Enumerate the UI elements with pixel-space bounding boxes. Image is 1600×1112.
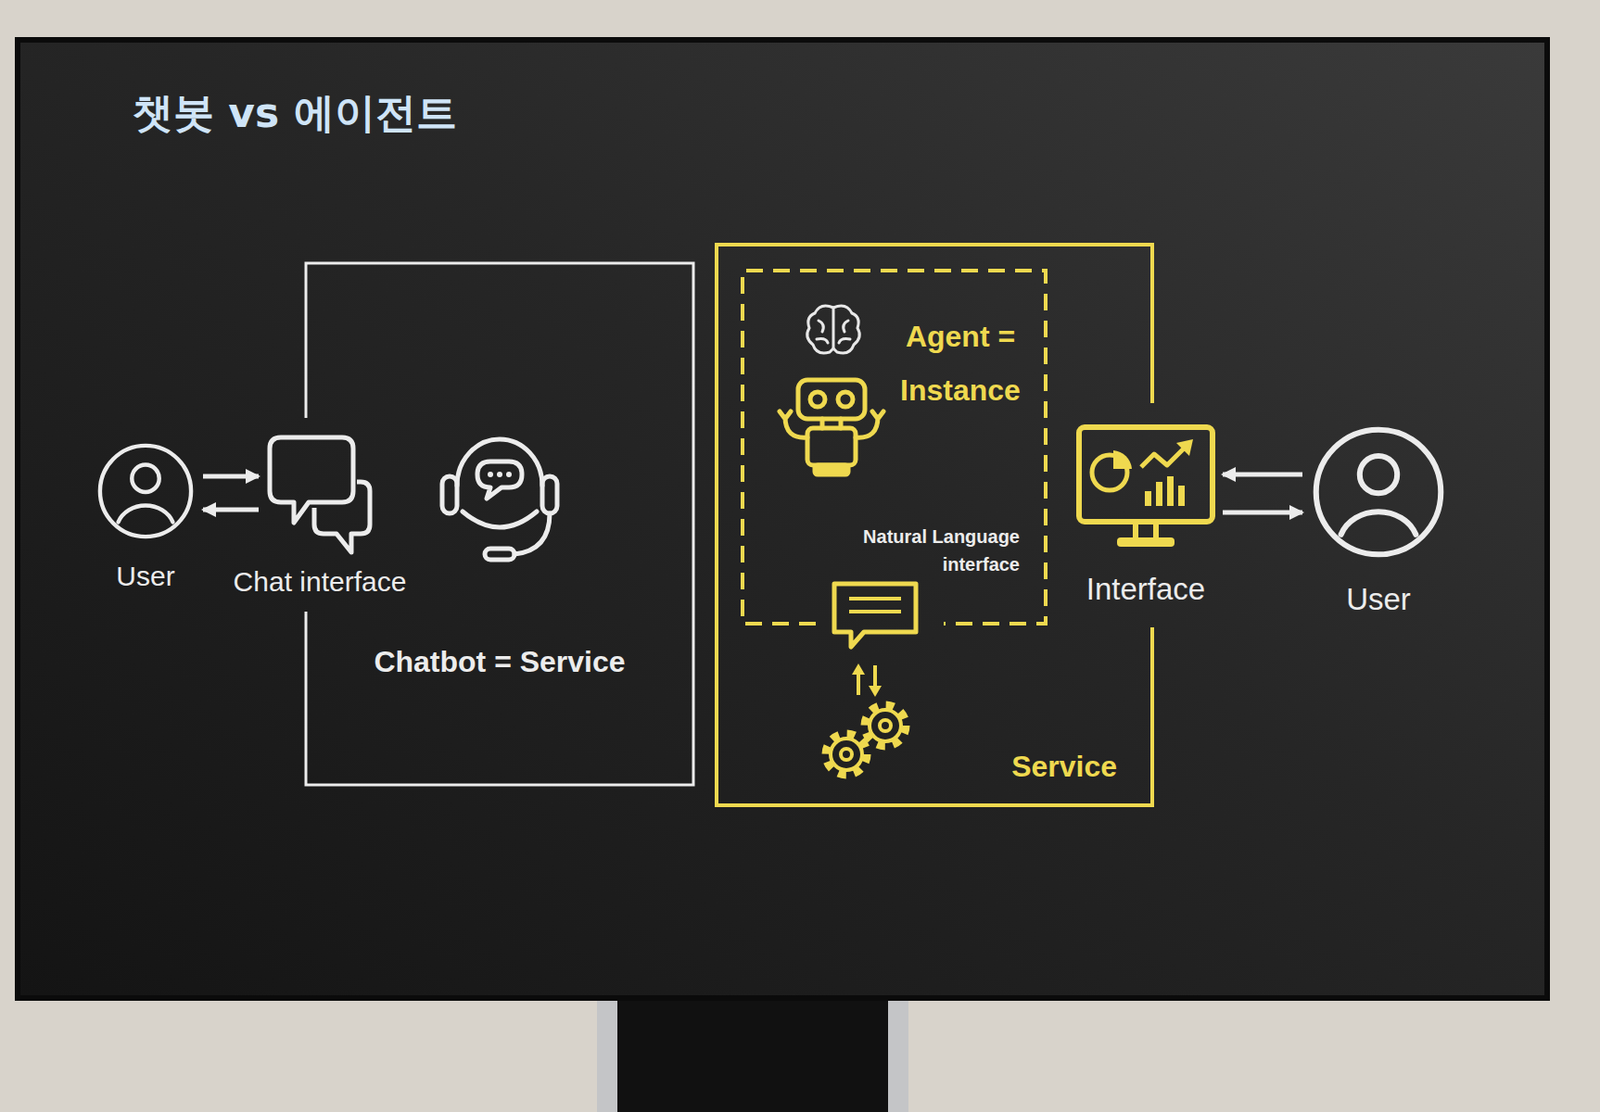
service-label: Chatbot = Service bbox=[373, 644, 625, 680]
user-circle bbox=[100, 445, 191, 537]
user-shoulders bbox=[1341, 511, 1417, 535]
chatbot-service-box: Chatbot = Service bbox=[305, 263, 694, 786]
node-label: Chat interface bbox=[233, 565, 407, 599]
agent-instance-box: Agent = InstanceNatural Language interfa… bbox=[742, 270, 1046, 624]
robot-arm bbox=[779, 411, 808, 438]
mic bbox=[484, 548, 515, 560]
connector-arrow bbox=[203, 507, 259, 513]
gear-hole bbox=[840, 749, 852, 761]
slide-title: 챗봇 vs 에이전트 bbox=[132, 88, 458, 138]
monitor-neck bbox=[1135, 521, 1156, 538]
service-box: Agent = InstanceNatural Language interfa… bbox=[716, 244, 1153, 806]
user-icon bbox=[1309, 423, 1448, 561]
dot bbox=[506, 471, 512, 478]
message-icon bbox=[834, 584, 916, 648]
box-border bbox=[742, 270, 1046, 624]
robot-eye bbox=[810, 392, 826, 407]
node-label: User bbox=[1346, 581, 1411, 619]
box-border bbox=[305, 263, 694, 786]
ear-piece bbox=[542, 476, 558, 514]
user-shoulders bbox=[118, 505, 174, 522]
connector-arrow bbox=[1222, 510, 1303, 516]
speech-bubble bbox=[477, 461, 522, 499]
chat-icon bbox=[266, 433, 374, 559]
user-circle bbox=[1316, 430, 1442, 556]
headset-icon bbox=[442, 439, 558, 560]
robot-head bbox=[798, 380, 865, 420]
node-label: Interface bbox=[1086, 571, 1206, 609]
chat-bubble bbox=[269, 437, 354, 523]
tv-screen bbox=[20, 42, 1545, 996]
bar bbox=[1144, 491, 1152, 507]
message-bubble bbox=[834, 584, 916, 648]
arrow-down bbox=[873, 665, 877, 688]
bar bbox=[1167, 476, 1174, 507]
brain-icon bbox=[807, 305, 861, 354]
user-node: User bbox=[91, 441, 200, 594]
trend-line bbox=[1141, 446, 1186, 468]
tv-bezel bbox=[14, 37, 1550, 1002]
bar bbox=[1178, 485, 1185, 507]
gear-rim bbox=[830, 738, 863, 771]
robot-icon bbox=[779, 380, 884, 475]
node-label: User bbox=[115, 559, 175, 594]
head-outline bbox=[462, 511, 537, 528]
robot-base bbox=[814, 465, 849, 475]
gear-icon bbox=[864, 705, 906, 747]
gear-rim bbox=[869, 710, 902, 742]
trend-arrow bbox=[1176, 439, 1194, 457]
gear-hole bbox=[879, 720, 891, 732]
ear-piece bbox=[442, 476, 458, 514]
user-icon bbox=[95, 441, 196, 542]
gear-teeth bbox=[864, 705, 906, 747]
gear-teeth bbox=[825, 734, 867, 775]
interface-node: Interface bbox=[1072, 424, 1220, 609]
interface-note: Natural Language interface bbox=[834, 522, 1020, 579]
chat-bubble bbox=[314, 482, 370, 553]
arrow-up bbox=[856, 673, 861, 696]
brain-folds bbox=[816, 320, 851, 343]
gear-icon bbox=[825, 734, 867, 775]
box-outline bbox=[305, 263, 694, 786]
monitor-screen bbox=[1079, 427, 1213, 522]
pie-wedge bbox=[1113, 450, 1132, 470]
arrow-down-head bbox=[868, 685, 882, 698]
box-border bbox=[716, 244, 1153, 806]
connector-arrow bbox=[1222, 472, 1303, 478]
dot bbox=[496, 471, 503, 478]
dot bbox=[487, 471, 494, 478]
robot-arm bbox=[855, 411, 884, 438]
monitor-icon bbox=[1076, 424, 1216, 559]
brain-outline bbox=[807, 305, 861, 354]
robot-eye bbox=[838, 392, 853, 407]
arrow-up-head bbox=[851, 663, 865, 675]
robot-body bbox=[807, 428, 856, 466]
chat-interface-node: Chat interface bbox=[229, 433, 411, 599]
user-head bbox=[1359, 456, 1397, 494]
user-head bbox=[131, 465, 159, 493]
brain-line bbox=[832, 307, 836, 349]
monitor-base bbox=[1117, 537, 1175, 547]
agent-label: Agent = Instance bbox=[900, 309, 1021, 418]
user-node: User bbox=[1306, 423, 1451, 619]
mic-boom bbox=[514, 513, 550, 555]
connector-arrow bbox=[203, 474, 259, 480]
message-lines bbox=[849, 598, 902, 612]
bar bbox=[1155, 482, 1163, 507]
service-label: Service bbox=[1011, 749, 1118, 785]
exchange-arrows bbox=[851, 663, 882, 698]
